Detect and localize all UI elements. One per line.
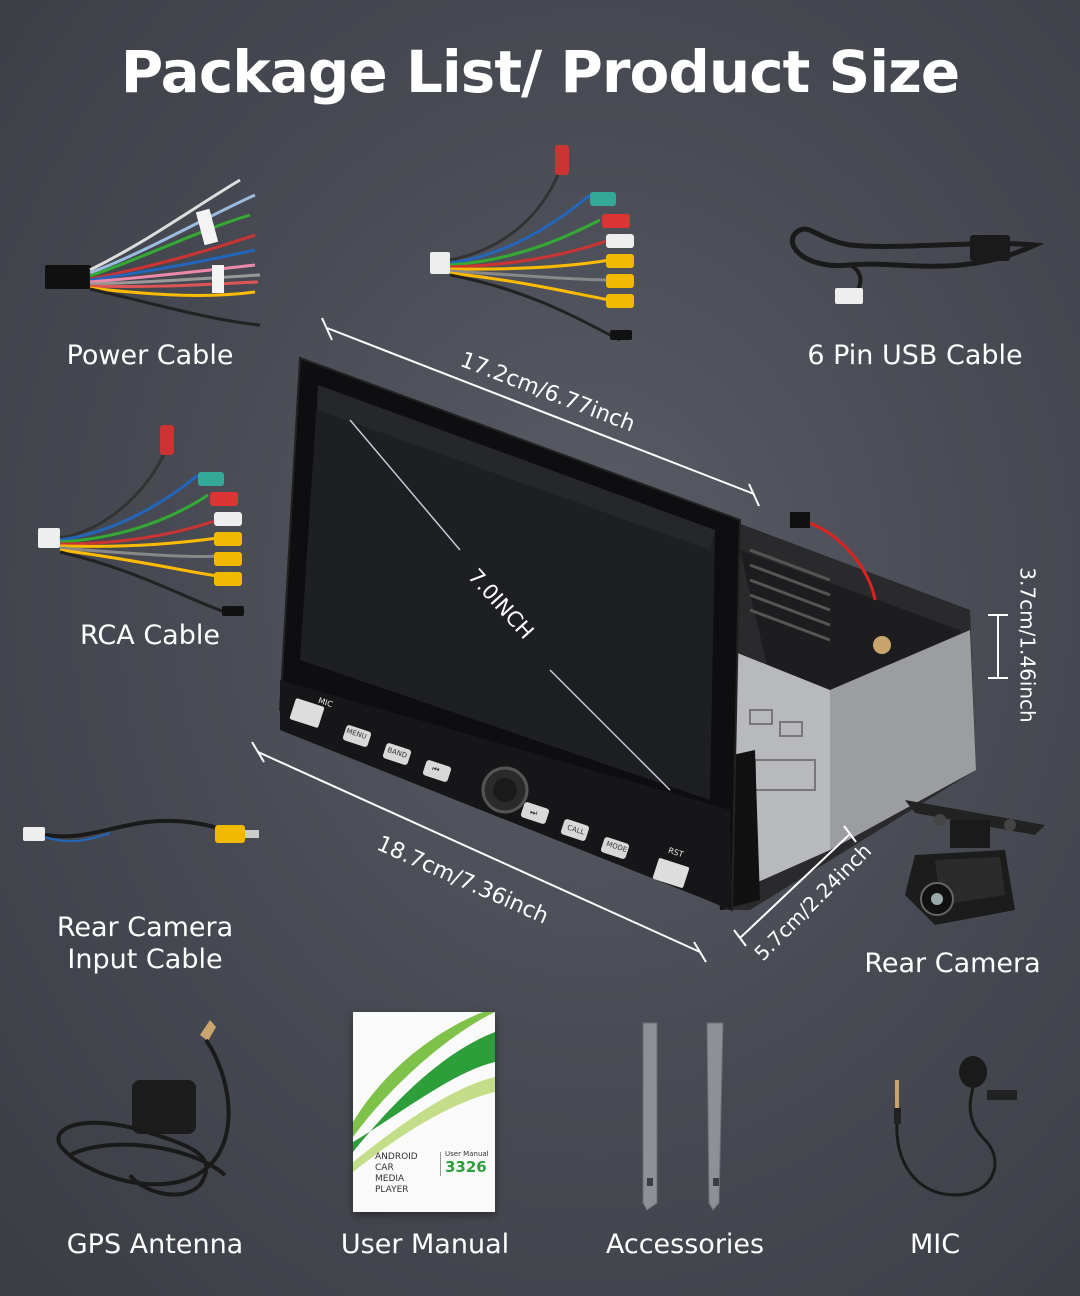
usb-cable-image (789, 226, 1045, 304)
power-cable-image (45, 178, 261, 327)
user-manual-label: User Manual (340, 1229, 510, 1260)
rear-camera-input-cable-label-line2: Input Cable (67, 944, 223, 975)
manual-swoosh (353, 1012, 495, 1172)
manual-subtitle: User Manual (445, 1150, 489, 1158)
mic-image (894, 1056, 1017, 1197)
mic-label: MIC (909, 1229, 961, 1260)
accessories-image (642, 1022, 724, 1211)
rca-cable-image (38, 425, 244, 617)
rca-cable-top-image (430, 145, 634, 342)
manual-product-line2: MEDIA PLAYER (375, 1174, 409, 1195)
gps-antenna-label: GPS Antenna (66, 1229, 244, 1260)
car-stereo-image (278, 356, 976, 912)
rear-camera-image (905, 800, 1045, 925)
manual-product-line1: ANDROID CAR (375, 1152, 418, 1173)
page-title: Package List/ Product Size (120, 38, 961, 106)
manual-product-name: ANDROID CAR MEDIA PLAYER (375, 1152, 435, 1196)
rear-camera-label: Rear Camera (864, 948, 1041, 979)
gps-antenna-image (56, 1020, 231, 1197)
rear-camera-input-cable-label-line1: Rear Camera (56, 912, 234, 943)
power-cable-label: Power Cable (66, 340, 234, 371)
manual-divider (440, 1152, 441, 1176)
rca-cable-label: RCA Cable (80, 620, 220, 651)
accessories-label: Accessories (605, 1229, 765, 1260)
dimension-height: 3.7cm/1.46inch (1015, 567, 1040, 723)
manual-model-number: 3326 (445, 1158, 487, 1176)
rear-camera-input-cable-image (23, 818, 259, 843)
usb-cable-label: 6 Pin USB Cable (807, 340, 1023, 371)
user-manual-cover: ANDROID CAR MEDIA PLAYER User Manual 332… (353, 1012, 495, 1212)
